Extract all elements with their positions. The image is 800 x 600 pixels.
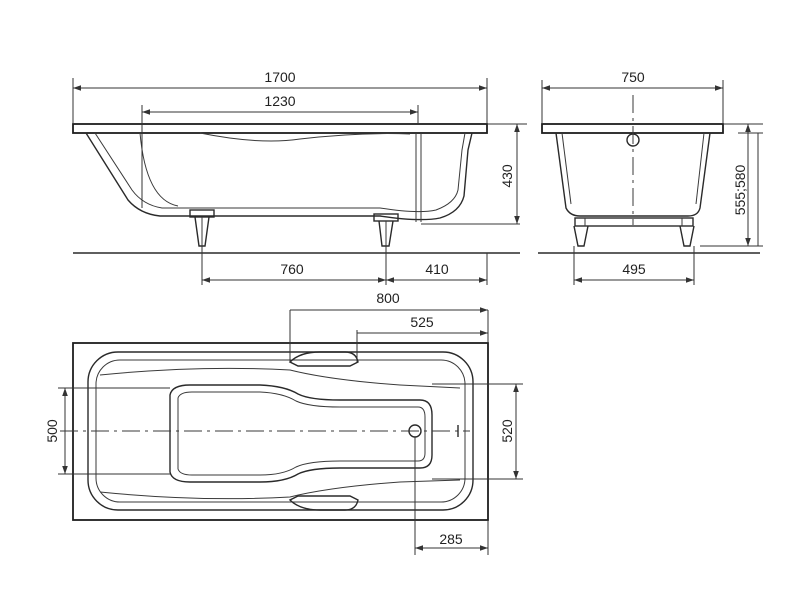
- dim-end-leg-spacing: 495: [573, 246, 695, 285]
- side-view: 1700 1230 430 760 410: [72, 69, 527, 285]
- end-view: 750 555;580 495: [538, 69, 763, 285]
- label-side-inner-length: 1230: [264, 93, 295, 109]
- label-top-drain-offset: 285: [439, 531, 463, 547]
- label-end-height: 555;580: [732, 164, 748, 215]
- end-tub-body: [555, 132, 711, 217]
- dim-side-height: 430: [487, 123, 527, 224]
- top-view: 800 525 500 520 285: [44, 290, 523, 555]
- dim-side-total-length: 1700: [72, 69, 488, 124]
- side-tub-body: [85, 132, 473, 221]
- dim-top-drain-offset: 285: [414, 437, 489, 555]
- label-top-overflow-offset: 800: [376, 290, 400, 306]
- end-leg-left: [573, 225, 589, 247]
- dim-top-outer-width: 520: [432, 383, 523, 480]
- top-handle-lower: [288, 495, 359, 511]
- label-top-outer-width: 520: [499, 419, 515, 443]
- dim-top-handle-offset: 525: [356, 314, 488, 362]
- side-rim: [72, 123, 488, 134]
- side-tub-inner: [94, 132, 466, 213]
- dim-top-inner-width: 500: [44, 387, 170, 475]
- label-end-width: 750: [621, 69, 645, 85]
- label-top-handle-offset: 525: [410, 314, 434, 330]
- dim-side-inner-length: 1230: [141, 93, 419, 208]
- dim-end-width: 750: [541, 69, 724, 124]
- label-side-leg-spacing: 760: [280, 261, 304, 277]
- label-side-height: 430: [499, 164, 515, 188]
- end-leg-right: [679, 225, 695, 247]
- end-base-frame: [574, 217, 694, 227]
- label-top-inner-width: 500: [44, 419, 60, 443]
- dim-side-legs: 760 410: [201, 246, 488, 285]
- label-end-leg-spacing: 495: [622, 261, 646, 277]
- dim-end-height: 555;580: [700, 123, 763, 247]
- top-inner-rim: [87, 351, 474, 511]
- side-basin-curve: [139, 132, 179, 207]
- top-handle-upper: [288, 351, 359, 367]
- side-leg-right: [373, 213, 399, 247]
- dim-top-overflow-offset: 800: [289, 290, 489, 362]
- label-side-leg-offset: 410: [425, 261, 449, 277]
- top-basin: [169, 384, 433, 483]
- label-side-total-length: 1700: [264, 69, 295, 85]
- side-headrest-curve: [199, 132, 411, 142]
